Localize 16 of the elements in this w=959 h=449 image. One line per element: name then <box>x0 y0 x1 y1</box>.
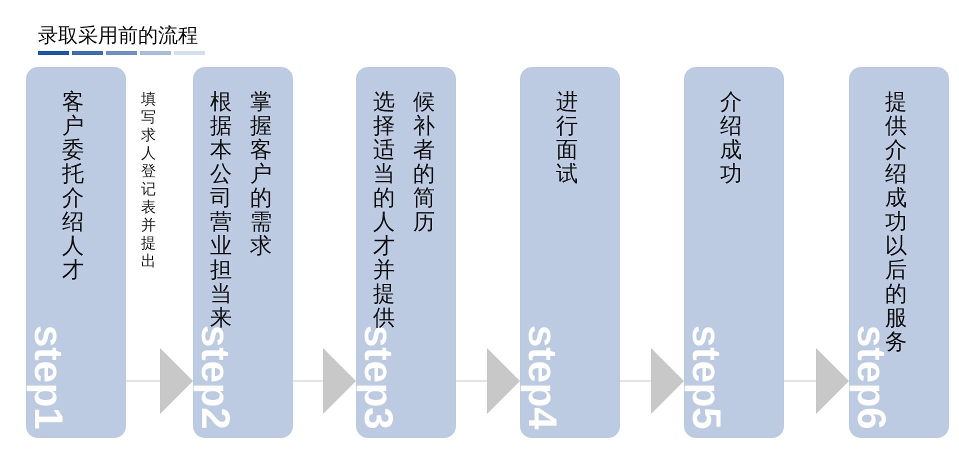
chevron-arrow <box>126 348 194 414</box>
step-box <box>193 67 293 438</box>
step-box <box>684 67 784 438</box>
step-text: 客户委托介绍人才 <box>62 91 85 285</box>
step-text: 进行面试 <box>556 91 579 189</box>
chevron-arrow <box>456 348 520 414</box>
step-box <box>26 67 126 438</box>
step-box <box>849 67 949 438</box>
title: 录取采用前的流程 <box>38 22 198 49</box>
step-text: 介绍成功 <box>720 91 743 189</box>
side-note: 填写求人登记表并提出 <box>141 90 157 270</box>
chevron-arrow <box>292 348 356 414</box>
step-box <box>520 67 620 438</box>
chevron-arrow <box>784 348 850 414</box>
chevron-arrow <box>620 348 684 414</box>
step-box <box>356 67 456 438</box>
